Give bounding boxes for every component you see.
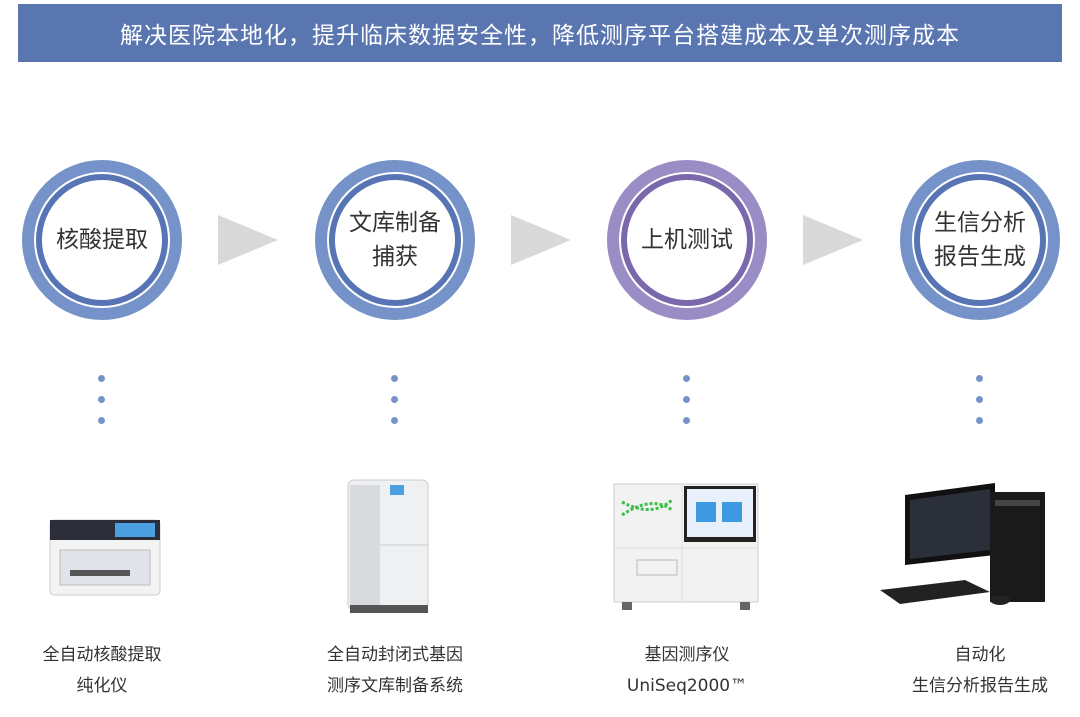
- dots-connector: [391, 375, 399, 438]
- arrow-icon: [803, 215, 863, 265]
- dots-connector: [976, 375, 984, 438]
- step-label: 报告生成: [934, 244, 1026, 270]
- step-circle-sequencing: 上机测试: [607, 160, 767, 320]
- computer-image: [880, 483, 1045, 605]
- step-circle-library: 文库制备捕获: [315, 160, 475, 320]
- step-label: 捕获: [372, 244, 418, 270]
- arrow-icon: [218, 215, 278, 265]
- step-label: 上机测试: [641, 227, 733, 253]
- device-name: 全自动核酸提取: [42, 645, 162, 665]
- device-name: 测序文库制备系统: [327, 676, 463, 696]
- device-label-library: 全自动封闭式基因测序文库制备系统: [285, 640, 505, 702]
- step-label: 文库制备: [349, 210, 441, 236]
- device-name: 纯化仪: [76, 676, 128, 696]
- banner-title: 解决医院本地化，提升临床数据安全性，降低测序平台搭建成本及单次测序成本: [18, 4, 1062, 62]
- sequencer-device-image: [613, 483, 759, 610]
- step-circle-extraction: 核酸提取: [22, 160, 182, 320]
- device-label-sequencer: 基因测序仪 UniSeq2000™: [577, 640, 797, 702]
- dots-connector: [98, 375, 106, 438]
- device-label-analysis: 自动化生信分析报告生成: [870, 640, 1080, 702]
- step-label: 核酸提取: [56, 227, 148, 253]
- device-name: 自动化: [954, 645, 1006, 665]
- library-prep-device-image: [347, 479, 429, 613]
- extraction-device-image: [49, 519, 161, 596]
- step-circle-analysis: 生信分析报告生成: [900, 160, 1060, 320]
- device-name: 基因测序仪: [644, 645, 730, 665]
- arrow-icon: [511, 215, 571, 265]
- dots-connector: [683, 375, 691, 438]
- step-label: 生信分析: [934, 210, 1026, 236]
- device-name: UniSeq2000™: [626, 676, 748, 696]
- device-name: 全自动封闭式基因: [327, 645, 463, 665]
- device-name: 生信分析报告生成: [912, 676, 1048, 696]
- device-label-extraction: 全自动核酸提取纯化仪: [0, 640, 212, 702]
